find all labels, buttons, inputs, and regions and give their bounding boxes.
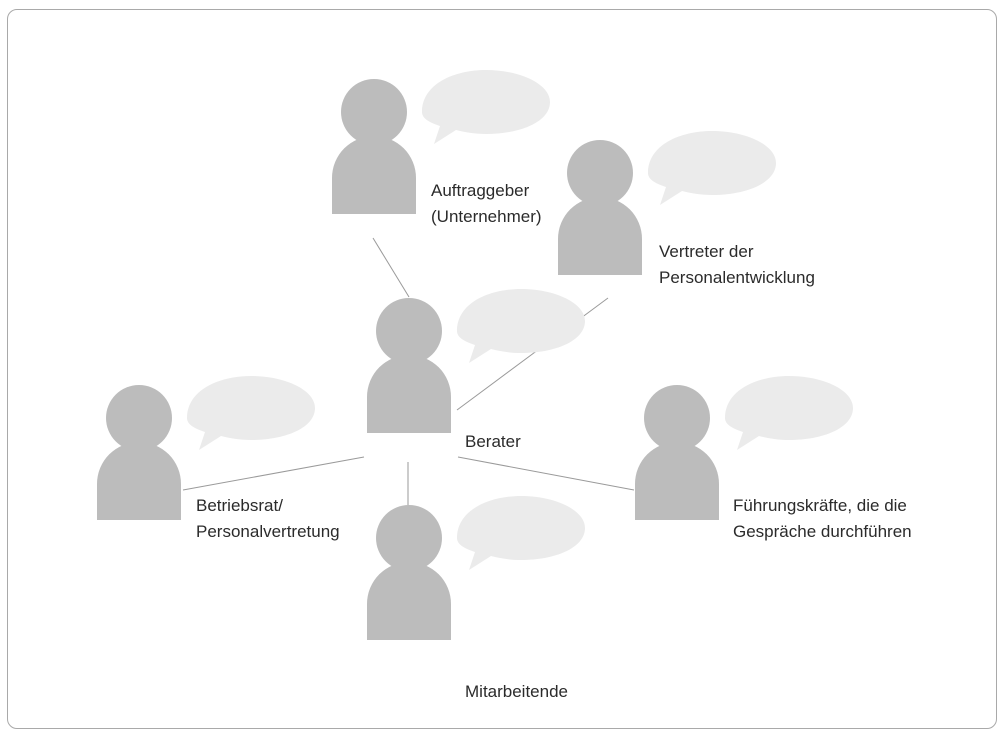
speech-bubble-icon (457, 289, 585, 363)
edge-berater-betriebsrat (182, 456, 365, 491)
person-head-icon (106, 385, 172, 451)
speech-bubble-icon (725, 376, 853, 450)
label-betriebsrat: Betriebsrat/ Personalvertretung (196, 493, 340, 545)
person-head-icon (567, 140, 633, 206)
label-fuehrungskraefte: Führungskräfte, die die Gespräche durchf… (733, 493, 912, 545)
person-body-icon (558, 197, 642, 275)
person-auftraggeber (332, 70, 550, 214)
person-betriebsrat (97, 376, 315, 520)
edge-berater-auftraggeber (372, 237, 410, 298)
speech-bubble-icon (648, 131, 776, 205)
label-mitarbeitende-line1: Mitarbeitende (465, 682, 569, 701)
person-mitarbeitende (367, 496, 585, 640)
label-auftraggeber: Auftraggeber (Unternehmer) (431, 178, 542, 230)
person-head-icon (376, 298, 442, 364)
person-body-icon (635, 442, 719, 520)
label-berater: Berater (465, 429, 521, 455)
person-body-icon (367, 562, 451, 640)
speech-bubble-icon (187, 376, 315, 450)
person-body-icon (97, 442, 181, 520)
person-head-icon (644, 385, 710, 451)
label-betriebsrat-line1: Betriebsrat/ (196, 496, 283, 515)
person-head-icon (376, 505, 442, 571)
person-body-icon (332, 136, 416, 214)
edge-berater-fuehrungskraefte (457, 456, 635, 491)
person-body-icon (367, 355, 451, 433)
person-head-icon (341, 79, 407, 145)
label-mitarbeitende: Mitarbeitende (465, 679, 568, 705)
speech-bubble-icon (422, 70, 550, 144)
label-betriebsrat-line2: Personalvertretung (196, 522, 340, 541)
person-fuehrungskraefte (635, 376, 853, 520)
label-fuehrungskraefte-line2: Gespräche durchführen (733, 522, 912, 541)
label-personalentwicklung: Vertreter der Personalentwicklung (659, 239, 815, 291)
speech-bubble-icon (457, 496, 585, 570)
person-personalentwicklung (558, 131, 776, 275)
label-auftraggeber-line1: Auftraggeber (431, 181, 530, 200)
label-personalentwicklung-line1: Vertreter der (659, 242, 754, 261)
label-fuehrungskraefte-line1: Führungskräfte, die die (733, 496, 907, 515)
label-personalentwicklung-line2: Personalentwicklung (659, 268, 815, 287)
person-berater (367, 289, 585, 433)
label-auftraggeber-line2: (Unternehmer) (431, 207, 542, 226)
label-berater-line1: Berater (465, 432, 521, 451)
